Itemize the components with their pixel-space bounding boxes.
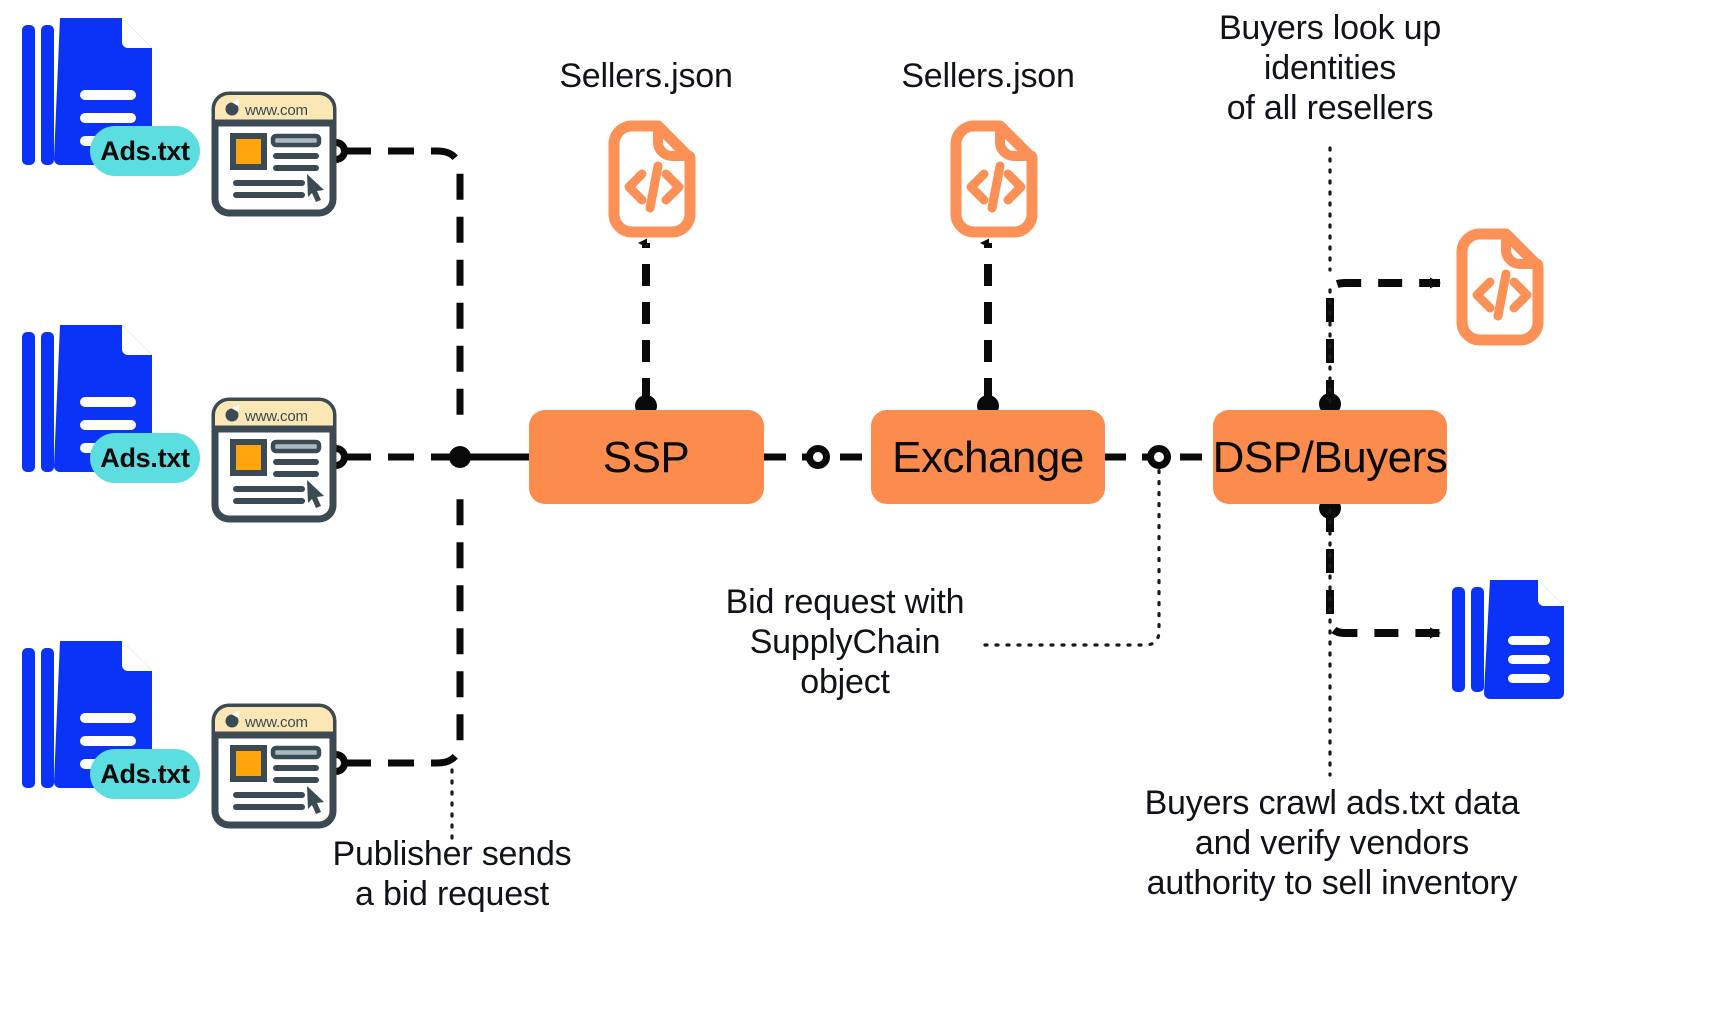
label-sellers-json-exchange: Sellers.json xyxy=(901,57,1075,95)
junction-solid-dot-trunk xyxy=(449,446,471,468)
browser-url-label: www.com xyxy=(244,408,308,425)
sellers-json-file-buyers xyxy=(1456,228,1544,346)
node-exchange[interactable]: Exchange xyxy=(871,410,1105,504)
hollow-dot-ssp-exchange xyxy=(806,445,830,469)
ads-txt-doc-stack-3: Ads.txt xyxy=(22,641,200,799)
node-ssp[interactable]: SSP xyxy=(529,410,764,504)
browser-window-1[interactable]: www.com xyxy=(211,91,337,217)
ads-txt-badge-2: Ads.txt xyxy=(90,433,200,483)
edge-dsp-to-adstxt-docs xyxy=(1326,508,1441,639)
node-ssp-label: SSP xyxy=(603,433,690,482)
cursor-arrow-icon xyxy=(307,786,324,814)
edge-dsp-to-sellersjson-right xyxy=(1326,277,1441,404)
ads-txt-badge-1: Ads.txt xyxy=(90,126,200,176)
node-dsp-buyers[interactable]: DSP/Buyers xyxy=(1213,410,1448,504)
ads-txt-badge-label: Ads.txt xyxy=(100,759,190,789)
sellers-json-file-ssp xyxy=(608,120,696,238)
edge-publisher-top xyxy=(345,147,464,430)
node-exchange-label: Exchange xyxy=(892,433,1084,482)
hollow-dot-exchange-dsp xyxy=(1147,445,1171,469)
sellers-json-file-exchange xyxy=(950,120,1038,238)
ads-txt-doc-stack-2: Ads.txt xyxy=(22,325,200,483)
edge-publisher-bottom xyxy=(345,486,464,767)
cursor-arrow-icon xyxy=(307,480,324,508)
label-sellers-json-ssp: Sellers.json xyxy=(559,57,733,95)
browser-window-3[interactable]: www.com xyxy=(211,703,337,829)
solid-dot-dsp-top xyxy=(1319,393,1341,415)
reseller-doc-stack xyxy=(1452,580,1564,699)
browser-window-2[interactable]: www.com xyxy=(211,397,337,523)
ads-txt-badge-3: Ads.txt xyxy=(90,749,200,799)
browser-refresh-icon xyxy=(225,710,239,728)
ads-txt-badge-label: Ads.txt xyxy=(100,443,190,473)
browser-url-label: www.com xyxy=(244,714,308,731)
ads-txt-doc-stack-1: Ads.txt xyxy=(22,18,200,176)
browser-url-label: www.com xyxy=(244,102,308,119)
browser-refresh-icon xyxy=(225,98,239,116)
browser-refresh-icon xyxy=(225,404,239,422)
ads-txt-badge-label: Ads.txt xyxy=(100,136,190,166)
cursor-arrow-icon xyxy=(307,174,324,202)
node-dsp-buyers-label: DSP/Buyers xyxy=(1213,433,1448,482)
